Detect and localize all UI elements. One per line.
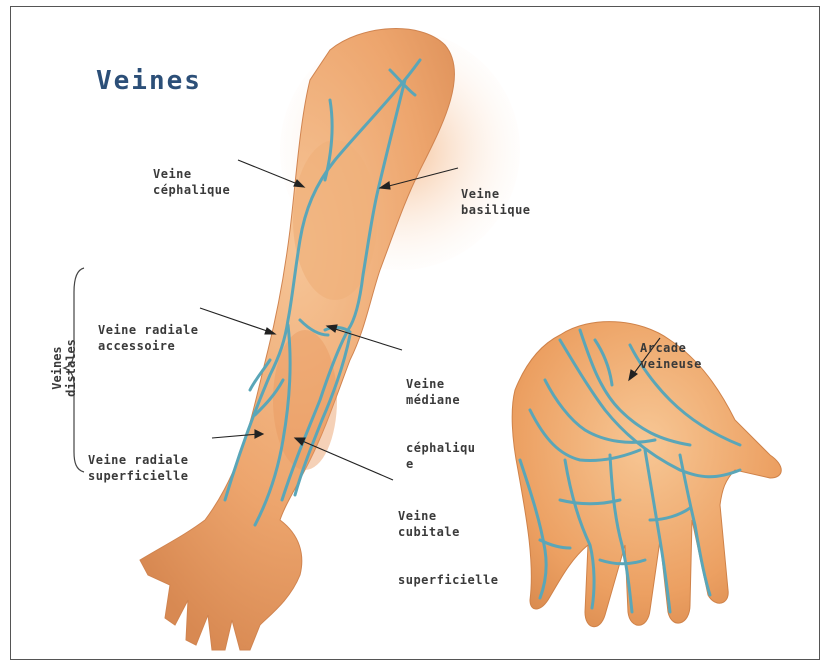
label-veine-cubitale-superficielle: Veinecubitale superficielle xyxy=(398,476,498,604)
label-arcade-veineuse: Arcadeveineuse xyxy=(640,308,702,388)
label-veine-radiale-accessoire: Veine radialeaccessoire xyxy=(98,290,198,370)
label-veines-distales: Veinesdistales xyxy=(50,328,78,408)
label-veine-radiale-superficielle: Veine radialesuperficielle xyxy=(88,420,188,500)
label-veine-cephalique: Veinecéphalique xyxy=(153,134,230,214)
label-veine-basilique: Veinebasilique xyxy=(461,154,531,234)
label-veine-mediane-cephalique: Veinemédiane céphalique xyxy=(406,344,476,488)
page-title: Veines xyxy=(96,66,202,96)
